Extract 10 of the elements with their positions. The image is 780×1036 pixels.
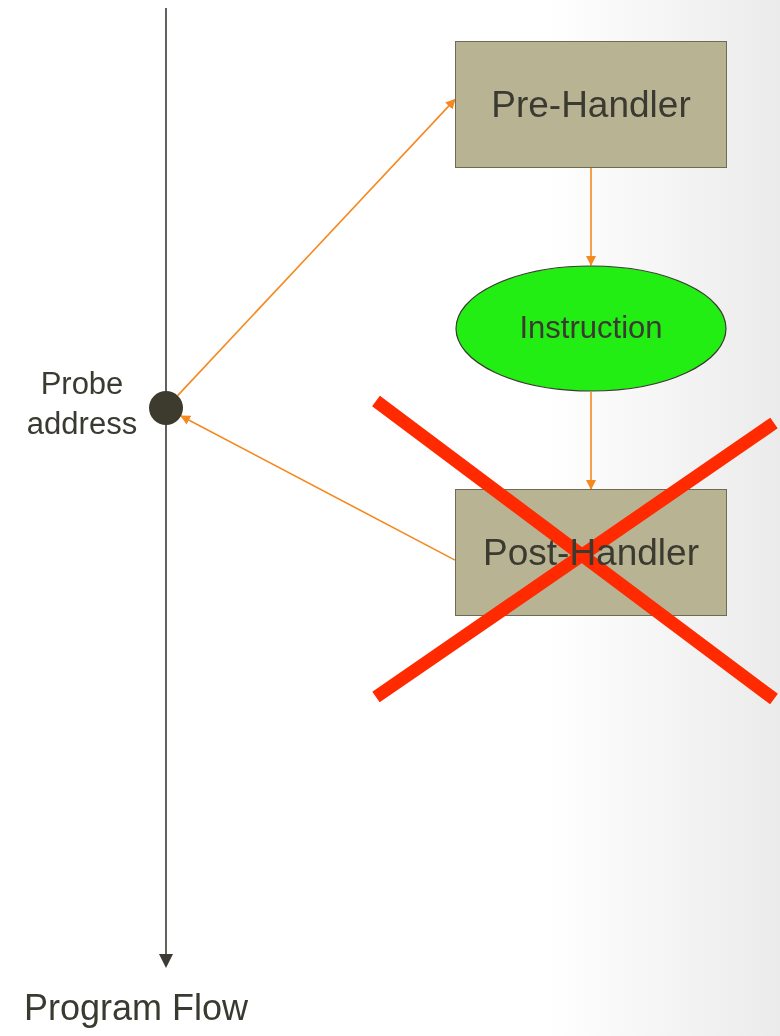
handler-box (455, 41, 727, 168)
axis-label: Program Flow (24, 990, 249, 1026)
arrow (586, 167, 596, 266)
arrow (176, 98, 456, 397)
node-label: Instruction (519, 309, 663, 348)
arrow (586, 391, 596, 490)
instruction-ellipse (455, 265, 727, 392)
node-caption: Probe address (25, 365, 139, 444)
arrow (180, 415, 456, 561)
node-label: Pre-Handler (491, 82, 691, 127)
